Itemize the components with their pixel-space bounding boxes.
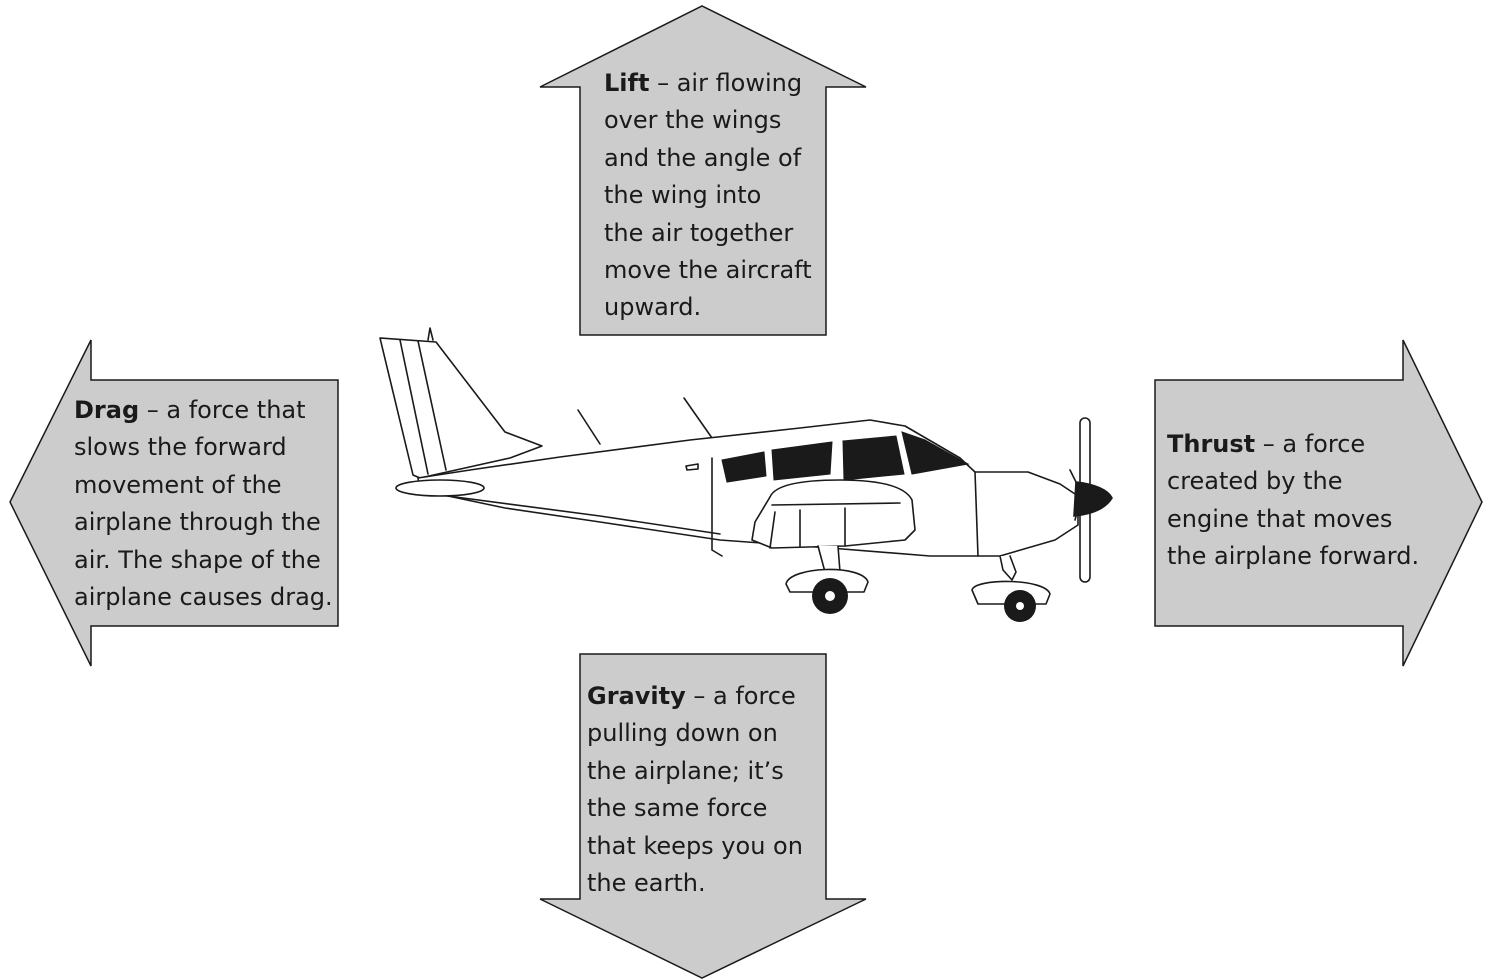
thrust-line-4: the airplane forward. <box>1167 542 1420 571</box>
window-3 <box>842 435 905 481</box>
lift-arrow <box>539 5 867 336</box>
thrust-line-3: engine that moves <box>1167 504 1393 533</box>
drag-line-6: airplane causes drag. <box>74 583 333 612</box>
gravity-text: Gravity – a force pulling down on the ai… <box>587 678 803 902</box>
lift-title: Lift <box>604 69 650 97</box>
window-1 <box>721 451 767 483</box>
gravity-line-3: the airplane; it’s <box>587 756 784 785</box>
lift-line-5: the air together <box>604 218 794 247</box>
lift-line-3: and the angle of <box>604 143 802 172</box>
lift-line-7: upward. <box>604 293 702 322</box>
thrust-text: Thrust – a force created by the engine t… <box>1167 426 1419 576</box>
drag-line-2: slows the forward <box>74 433 287 462</box>
spinner <box>1073 481 1113 517</box>
drag-line-4: airplane through the <box>74 508 321 537</box>
drag-line-5: air. The shape of the <box>74 545 321 574</box>
thrust-line-2: created by the <box>1167 467 1343 496</box>
lift-line-6: move the aircraft <box>604 256 812 285</box>
lift-line-4: the wing into <box>604 181 762 210</box>
thrust-line-1: – a force <box>1255 430 1366 458</box>
windshield <box>901 431 970 475</box>
drag-text: Drag – a force that slows the forward mo… <box>74 392 333 616</box>
thrust-arrow <box>1154 339 1483 667</box>
lift-line-1: – air flowing <box>649 69 803 97</box>
wing-fairing <box>751 479 916 549</box>
tail-fin <box>379 337 543 479</box>
drag-arrow <box>9 339 339 667</box>
window-2 <box>771 441 833 481</box>
gravity-line-6: the earth. <box>587 869 706 898</box>
drag-line-1: – a force that <box>139 396 306 424</box>
drag-line-3: movement of the <box>74 470 282 499</box>
lift-text: Lift – air flowing over the wings and th… <box>604 65 812 327</box>
gravity-line-5: that keeps you on <box>587 831 803 860</box>
gravity-title: Gravity <box>587 682 686 710</box>
horizontal-stabilizer <box>395 479 485 497</box>
thrust-title: Thrust <box>1167 430 1256 458</box>
gravity-line-1: – a force <box>685 682 796 710</box>
gravity-line-4: the same force <box>587 794 768 823</box>
drag-title: Drag <box>74 396 140 424</box>
gravity-arrow <box>539 653 867 979</box>
lift-line-2: over the wings <box>604 106 782 135</box>
gravity-line-2: pulling down on <box>587 719 778 748</box>
